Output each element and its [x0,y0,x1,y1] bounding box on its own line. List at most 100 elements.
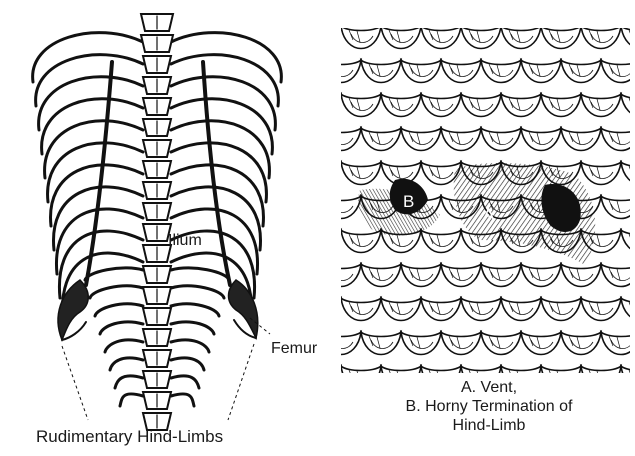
scale [501,26,541,49]
scale-shading [329,64,340,76]
scale [381,26,421,49]
claw-left [58,280,88,340]
marker-b-label: B [403,192,414,212]
scale [301,366,341,389]
scale [321,196,361,219]
scale [321,264,361,287]
scale [361,264,401,287]
scale [581,26,621,49]
caption-line-2: B. Horny Termination of [349,397,629,416]
scale [301,230,341,253]
scale-shading [309,370,320,382]
caption-line-1: A. Vent, [349,378,629,397]
scale [601,332,635,355]
scale [361,332,401,355]
scale [421,230,461,253]
scale [581,162,621,185]
scale [361,128,401,151]
scale-hatch [631,306,635,315]
scale [521,128,561,151]
scale [461,26,501,49]
scale-hatch [631,374,635,383]
scale [441,60,481,83]
scale-hatch [631,102,635,111]
scale [581,94,621,117]
scale [601,264,635,287]
scale [441,332,481,355]
scale [441,264,481,287]
scales-figure [301,26,635,423]
scale [301,162,341,185]
scale [301,94,341,117]
scale [561,128,601,151]
scale [621,94,635,117]
scale [381,298,421,321]
rib-short [171,268,229,280]
scale [581,298,621,321]
ribs-left [33,33,143,406]
scale [541,298,581,321]
scale [341,162,381,185]
scale-hatch [631,34,635,43]
scale [341,26,381,49]
rib-short [171,286,224,298]
ilium-right [203,62,230,285]
rib-short [171,304,219,316]
scale [621,298,635,321]
scale [481,264,521,287]
rib-short [85,268,143,280]
rib-short [110,358,143,370]
scale-hatch [311,306,333,315]
rib-short [171,358,204,370]
scale-hatch [311,170,333,179]
scale-shading [329,268,340,280]
rib [171,143,266,202]
scale-shading [309,166,320,178]
scale [341,230,381,253]
rudimentary-hind-limbs-label: Rudimentary Hind-Limbs [36,427,223,447]
scale [501,298,541,321]
scale [401,128,441,151]
scale [481,332,521,355]
scale [461,298,501,321]
skeleton-figure [33,14,282,430]
scale [521,332,561,355]
rib [56,209,143,274]
rib-short [115,376,143,388]
rib-short [171,340,209,352]
scale [481,60,521,83]
rib [48,143,143,202]
scale-hatch [631,238,635,247]
scale-shading [629,370,635,382]
scale [381,94,421,117]
scale [401,264,441,287]
scale [521,264,561,287]
scale [301,26,341,49]
scale [541,94,581,117]
rib-short [171,322,214,334]
scale [401,332,441,355]
scale-shading [329,336,340,348]
scale [541,26,581,49]
scale [421,26,461,49]
marker-a-label: A [483,205,494,225]
scale-shading [329,200,340,212]
rib-short [105,340,143,352]
scale [601,60,635,83]
scale [441,128,481,151]
scale [601,128,635,151]
scale-hatch [311,238,333,247]
scale [341,94,381,117]
scale-hatch [631,170,635,179]
scale [561,332,601,355]
scale [601,196,635,219]
rib-short [120,394,143,406]
rib-short [171,376,199,388]
scale [321,60,361,83]
scale-shading [309,30,320,42]
caption-line-3: Hind-Limb [349,416,629,435]
scale-shading [329,404,340,416]
rib-short [90,286,143,298]
scale [501,94,541,117]
scale [361,60,401,83]
